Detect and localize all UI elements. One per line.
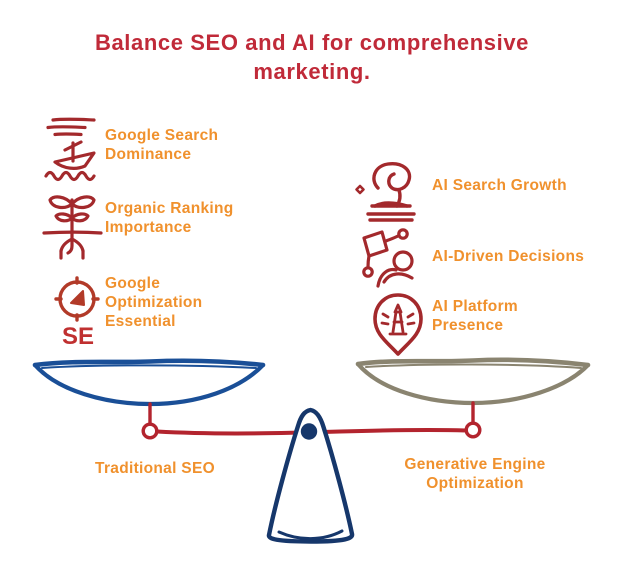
feature-label-google-search-dominance: Google Search Dominance: [105, 127, 219, 163]
right-scale-pan: [355, 357, 591, 406]
balance-scale-graphic: [32, 357, 591, 544]
left-scale-pan: [32, 358, 266, 407]
page-title: Balance SEO and AI for comprehensive mar…: [94, 30, 530, 84]
scale-beam: [141, 401, 482, 440]
growth-statue-icon: [352, 158, 428, 235]
pin-lighthouse-icon: [366, 290, 430, 367]
person-cube-icon: [356, 220, 432, 301]
feature-label-ai-search-growth: AI Search Growth: [432, 177, 567, 194]
feature-label-ai-platform-presence: AI Platform Presence: [432, 298, 518, 334]
se-compass-icon-text: SE: [62, 323, 94, 350]
pivot-hole: [300, 423, 318, 440]
right-pan-label: Generative Engine Optimization: [404, 456, 546, 492]
sprout-roots-icon: [38, 188, 108, 271]
feature-label-organic-ranking-importance: Organic Ranking Importance: [105, 200, 234, 236]
boat-on-waves-icon: [40, 112, 106, 189]
scale-pivot: [266, 407, 355, 544]
se-compass-icon: SE: [46, 274, 108, 361]
feature-label-ai-driven-decisions: AI-Driven Decisions: [432, 248, 585, 265]
left-pan-label: Traditional SEO: [95, 460, 215, 477]
feature-label-google-optimization-essential: Google Optimization Essential: [105, 275, 203, 330]
